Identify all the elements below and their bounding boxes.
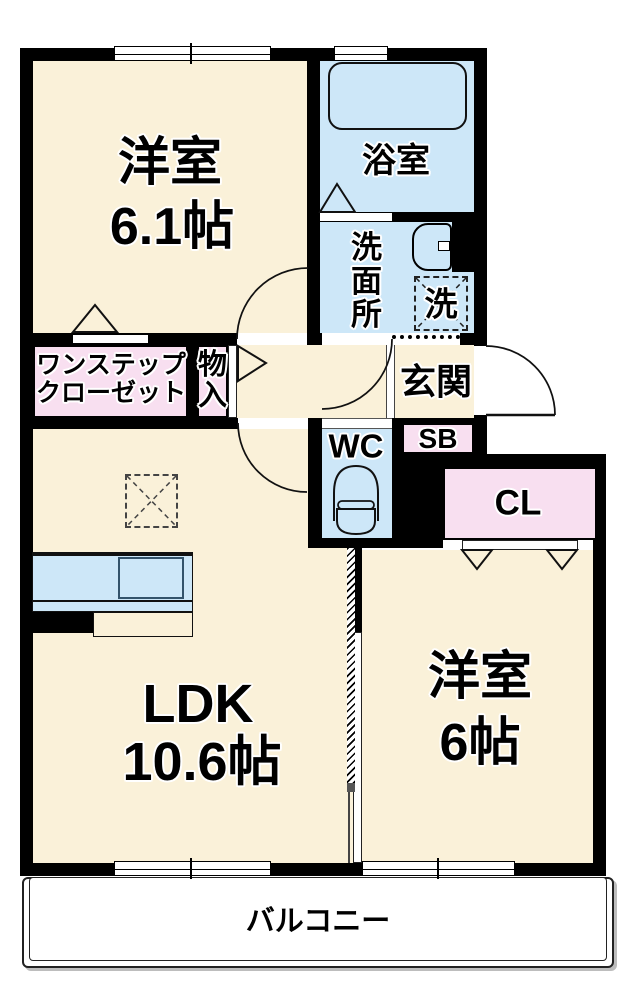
wall bbox=[148, 333, 237, 345]
washroom-door-opening bbox=[322, 333, 392, 345]
kitchen-stove-block bbox=[21, 612, 93, 633]
balcony-inner-outline bbox=[29, 877, 607, 961]
ldk-window bbox=[114, 861, 271, 876]
washbasin-faucet-icon bbox=[438, 241, 450, 251]
bath-door-opening bbox=[320, 212, 392, 222]
kitchen-sink-icon bbox=[118, 557, 184, 599]
shoe-box-label: SB bbox=[418, 423, 458, 454]
closet-sliding-door bbox=[462, 540, 578, 550]
partition-hatch-end bbox=[347, 783, 355, 792]
balcony-label: バルコニー bbox=[245, 905, 391, 938]
bathtub-icon bbox=[328, 62, 467, 130]
wc-door bbox=[322, 418, 392, 429]
closet-floor bbox=[443, 467, 597, 540]
partition-line bbox=[348, 792, 350, 863]
bedroom1-label: 洋室 bbox=[117, 134, 223, 192]
wall bbox=[402, 418, 474, 423]
kitchen-cabinet-icon bbox=[93, 612, 193, 637]
room-ldk-floor bbox=[33, 429, 353, 863]
wall bbox=[188, 345, 197, 418]
entrance-door-swing bbox=[485, 345, 556, 416]
storage-sliding-door bbox=[228, 345, 237, 418]
washstand-counter bbox=[452, 222, 474, 272]
washroom-accordion-door bbox=[392, 333, 460, 345]
wall bbox=[307, 48, 320, 345]
wc-label: WC bbox=[328, 427, 384, 465]
bedroom1-door-opening bbox=[237, 333, 307, 345]
ldk-door-opening bbox=[238, 418, 308, 429]
washing-machine-space-mark bbox=[414, 276, 468, 331]
wall bbox=[353, 548, 362, 632]
room-bedroom1-floor bbox=[33, 61, 307, 333]
kitchen-counter-edge bbox=[32, 600, 193, 602]
wall bbox=[20, 863, 606, 876]
entrance-label: 玄関 bbox=[399, 361, 473, 402]
window-mullion bbox=[190, 43, 192, 64]
wall bbox=[474, 48, 487, 346]
shoe-box-floor bbox=[402, 423, 474, 454]
window-mullion bbox=[437, 858, 439, 879]
one-step-closet-floor bbox=[33, 345, 188, 418]
wall bbox=[20, 48, 33, 876]
wall bbox=[392, 454, 443, 548]
ldk-size-label: 10.6帖 bbox=[122, 732, 282, 792]
ldk-label: LDK bbox=[142, 674, 254, 734]
wall bbox=[20, 333, 73, 345]
entrance-door-opening bbox=[474, 346, 487, 415]
partition-hatch bbox=[347, 548, 355, 790]
closet-door-opening bbox=[73, 333, 148, 345]
bedroom1-window bbox=[114, 46, 271, 61]
window-mullion bbox=[190, 858, 192, 879]
wall bbox=[20, 418, 238, 429]
wall bbox=[392, 454, 606, 467]
one-step-closet-label: ワンステップクローゼット bbox=[35, 351, 186, 407]
ceiling-hatch-mark bbox=[125, 474, 178, 528]
storage-floor bbox=[197, 345, 228, 418]
bath-window bbox=[334, 46, 388, 61]
washing-machine-label: 洗 bbox=[424, 285, 458, 323]
closet-label: CL bbox=[494, 483, 542, 523]
wall bbox=[308, 538, 402, 548]
storage-label: 物入 bbox=[197, 349, 227, 412]
bedroom2-size-label: 6帖 bbox=[439, 714, 521, 772]
wall bbox=[308, 418, 322, 548]
wall bbox=[593, 462, 606, 876]
wall bbox=[392, 418, 402, 458]
wall bbox=[460, 333, 487, 345]
bedroom1-size-label: 6.1帖 bbox=[109, 198, 235, 256]
washroom-label: 洗面所 bbox=[351, 230, 382, 332]
wall bbox=[392, 212, 474, 222]
room-bedroom2-floor bbox=[362, 550, 593, 863]
entrance-step-edge bbox=[386, 345, 395, 418]
wall bbox=[308, 333, 322, 345]
bedroom2-label: 洋室 bbox=[427, 648, 533, 706]
bath-label: 浴室 bbox=[362, 142, 430, 180]
